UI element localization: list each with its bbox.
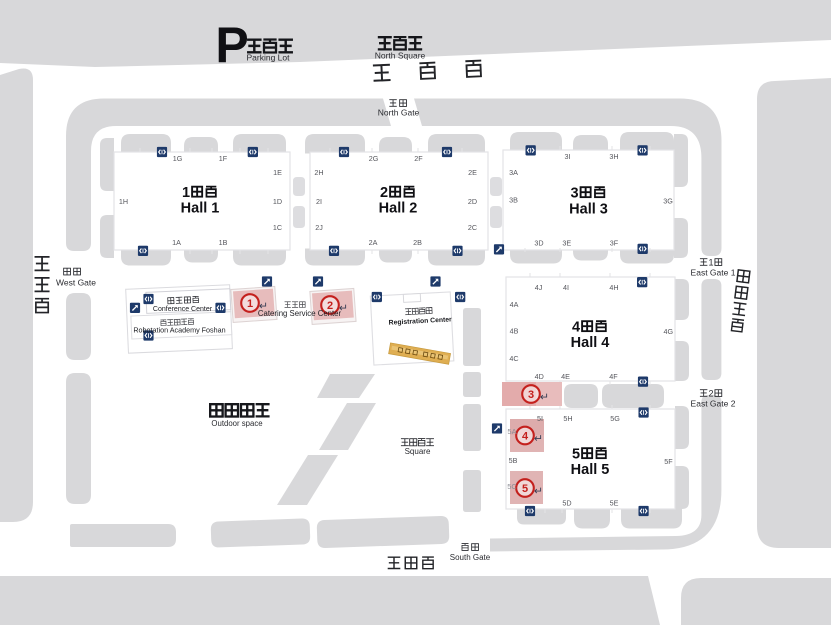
svg-text:2: 2	[708, 389, 713, 399]
svg-text:2C: 2C	[468, 223, 477, 232]
svg-text:5D: 5D	[562, 499, 571, 508]
svg-text:P: P	[215, 17, 248, 73]
svg-text:5E: 5E	[610, 499, 619, 508]
svg-text:5B: 5B	[509, 456, 518, 465]
svg-text:Square: Square	[405, 447, 431, 456]
svg-text:↵: ↵	[534, 486, 543, 498]
svg-text:Hall 2: Hall 2	[379, 201, 418, 217]
svg-text:4E: 4E	[561, 372, 570, 381]
svg-text:2D: 2D	[468, 197, 477, 206]
svg-text:4F: 4F	[609, 372, 618, 381]
svg-text:1: 1	[708, 258, 713, 268]
svg-text:4: 4	[522, 431, 529, 443]
svg-text:1: 1	[182, 185, 190, 201]
svg-text:2: 2	[380, 185, 388, 201]
svg-text:South Gate: South Gate	[450, 553, 491, 562]
svg-text:Registration Center: Registration Center	[389, 316, 453, 326]
svg-text:5: 5	[572, 447, 580, 463]
svg-text:North Square: North Square	[375, 51, 426, 61]
svg-text:5F: 5F	[664, 457, 673, 466]
svg-text:North Gate: North Gate	[378, 108, 420, 118]
svg-text:2G: 2G	[369, 154, 379, 163]
svg-text:East Gate 1: East Gate 1	[691, 268, 736, 278]
svg-text:1A: 1A	[172, 238, 181, 247]
svg-text:East Gate 2: East Gate 2	[691, 399, 736, 409]
svg-text:Outdoor space: Outdoor space	[211, 419, 262, 428]
svg-text:5G: 5G	[610, 414, 620, 423]
svg-text:2A: 2A	[369, 238, 378, 247]
svg-text:Parking Lot: Parking Lot	[247, 53, 291, 63]
svg-text:3E: 3E	[562, 239, 571, 248]
svg-text:Hall 5: Hall 5	[571, 462, 610, 478]
svg-text:Robotation Academy Foshan: Robotation Academy Foshan	[133, 326, 225, 335]
svg-text:3D: 3D	[534, 239, 543, 248]
svg-text:↵: ↵	[540, 392, 549, 404]
svg-text:↵: ↵	[339, 303, 348, 315]
svg-text:1C: 1C	[273, 223, 282, 232]
svg-text:1E: 1E	[273, 168, 282, 177]
svg-text:5: 5	[522, 483, 528, 495]
svg-text:↵: ↵	[534, 433, 543, 445]
svg-text:3: 3	[528, 389, 534, 401]
svg-text:3B: 3B	[509, 196, 518, 205]
svg-text:4C: 4C	[509, 354, 518, 363]
svg-text:5A: 5A	[507, 427, 516, 436]
svg-text:Hall 4: Hall 4	[571, 335, 610, 351]
svg-text:4G: 4G	[664, 327, 674, 336]
svg-text:2H: 2H	[314, 168, 323, 177]
svg-text:1G: 1G	[173, 154, 183, 163]
svg-text:4J: 4J	[535, 283, 543, 292]
svg-text:4D: 4D	[535, 372, 544, 381]
svg-text:Conference Center: Conference Center	[153, 306, 213, 313]
svg-text:2I: 2I	[316, 197, 322, 206]
svg-text:1B: 1B	[219, 238, 228, 247]
svg-text:5H: 5H	[563, 414, 572, 423]
svg-text:5C: 5C	[507, 482, 517, 491]
svg-text:3: 3	[570, 186, 578, 202]
svg-text:1: 1	[247, 298, 253, 310]
svg-text:4: 4	[572, 320, 580, 336]
svg-text:4I: 4I	[563, 283, 569, 292]
svg-text:4A: 4A	[510, 300, 519, 309]
svg-text:2J: 2J	[315, 223, 323, 232]
svg-text:Hall 1: Hall 1	[181, 201, 220, 217]
svg-text:3I: 3I	[565, 152, 571, 161]
svg-text:5I: 5I	[537, 414, 543, 423]
svg-text:2: 2	[327, 300, 333, 312]
svg-text:3A: 3A	[509, 168, 518, 177]
svg-text:2F: 2F	[414, 154, 423, 163]
svg-text:3F: 3F	[610, 239, 619, 248]
svg-text:Hall 3: Hall 3	[569, 202, 608, 218]
svg-text:4H: 4H	[609, 283, 618, 292]
svg-text:2B: 2B	[413, 238, 422, 247]
svg-text:3G: 3G	[663, 197, 673, 206]
svg-text:3H: 3H	[609, 152, 618, 161]
svg-text:4B: 4B	[510, 327, 519, 336]
svg-text:1H: 1H	[119, 197, 128, 206]
svg-text:↵: ↵	[259, 301, 268, 313]
svg-text:1D: 1D	[273, 197, 282, 206]
svg-text:1F: 1F	[219, 154, 228, 163]
svg-text:2E: 2E	[468, 168, 477, 177]
svg-text:West Gate: West Gate	[56, 278, 96, 288]
svg-text:Catering Service Center: Catering Service Center	[258, 309, 342, 318]
